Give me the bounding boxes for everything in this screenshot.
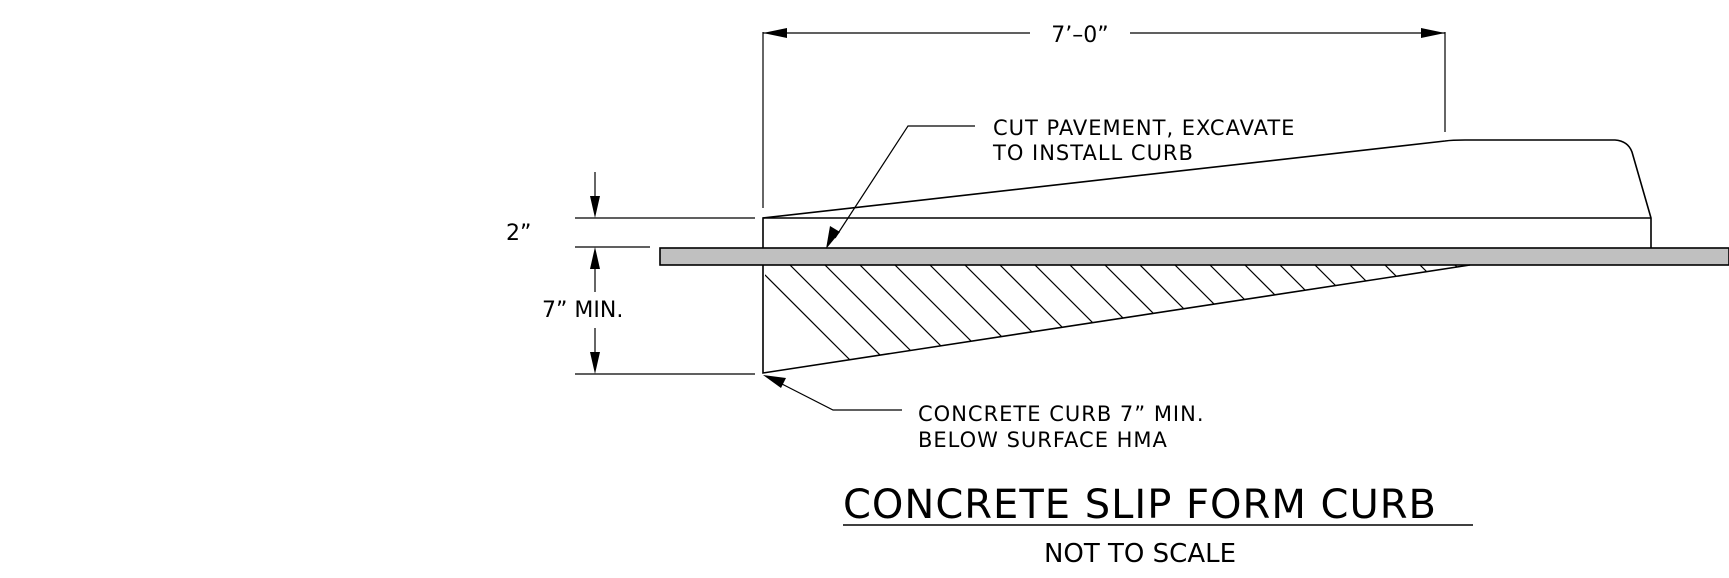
concrete-curb-line2: BELOW SURFACE HMA bbox=[918, 428, 1168, 452]
concrete-curb-arrowhead bbox=[763, 375, 786, 388]
curb-profile bbox=[762, 139, 1652, 248]
two-inch-arrow-up bbox=[590, 247, 600, 269]
two-inch-arrow-down bbox=[590, 196, 600, 218]
concrete-curb-leader bbox=[779, 382, 902, 411]
concrete-below-surface bbox=[762, 264, 1471, 374]
hma-pavement-layer bbox=[659, 247, 1729, 266]
concrete-curb-note: CONCRETE CURB 7” MIN. BELOW SURFACE HMA bbox=[763, 375, 1205, 452]
cut-pavement-arrowhead bbox=[826, 226, 840, 249]
cut-pavement-note: CUT PAVEMENT, EXCAVATE TO INSTALL CURB bbox=[826, 116, 1295, 249]
arrowhead-right bbox=[1421, 28, 1445, 38]
cut-pavement-line1: CUT PAVEMENT, EXCAVATE bbox=[993, 116, 1295, 140]
width-dimension-label: 7’–0” bbox=[1051, 23, 1108, 48]
drawing-title: CONCRETE SLIP FORM CURB bbox=[843, 482, 1437, 528]
vertical-dimensions: 2” 7” MIN. bbox=[506, 172, 755, 375]
seven-inch-arrow-down bbox=[590, 352, 600, 374]
wedge-outline bbox=[762, 264, 1471, 374]
arrowhead-left bbox=[763, 28, 787, 38]
seven-inch-label: 7” MIN. bbox=[542, 298, 623, 323]
curb-outline bbox=[762, 139, 1652, 248]
overall-width-dimension: 7’–0” bbox=[762, 23, 1446, 208]
drawing-title-block: CONCRETE SLIP FORM CURB NOT TO SCALE bbox=[843, 482, 1473, 569]
concrete-curb-line1: CONCRETE CURB 7” MIN. bbox=[918, 402, 1205, 426]
cut-pavement-leader bbox=[834, 125, 975, 239]
drawing-subtitle: NOT TO SCALE bbox=[1044, 539, 1236, 569]
hatch-pattern bbox=[765, 265, 1470, 373]
two-inch-label: 2” bbox=[506, 221, 531, 246]
cut-pavement-line2: TO INSTALL CURB bbox=[992, 141, 1194, 165]
